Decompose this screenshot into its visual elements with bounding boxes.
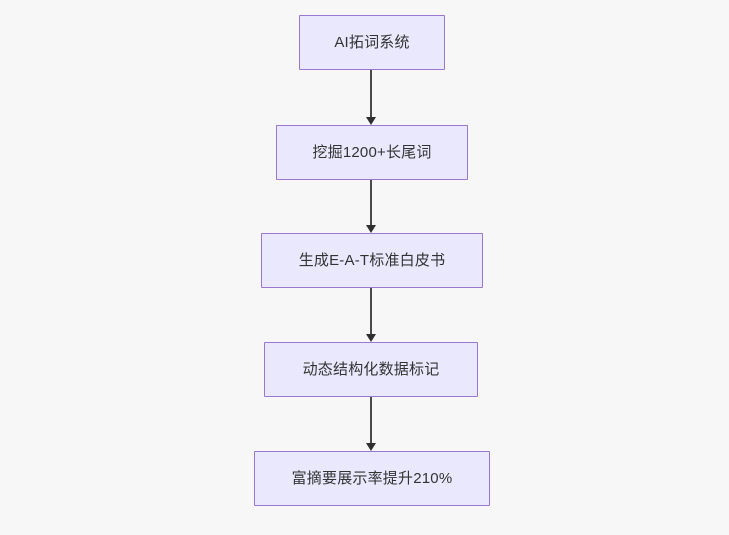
edge-arrowhead-4 bbox=[366, 443, 376, 451]
edge-arrowhead-1 bbox=[366, 117, 376, 125]
flow-node-dynamic-structured-data-markup[interactable]: 动态结构化数据标记 bbox=[264, 342, 478, 397]
edge-group-1 bbox=[366, 70, 376, 125]
edge-group-3 bbox=[366, 288, 376, 342]
flow-node-rich-snippet-rate-increase[interactable]: 富摘要展示率提升210% bbox=[254, 451, 490, 506]
flow-node-label: 动态结构化数据标记 bbox=[302, 361, 440, 378]
edge-arrowhead-3 bbox=[366, 334, 376, 342]
flow-node-label: AI拓词系统 bbox=[334, 34, 410, 51]
flow-node-ai-keyword-system[interactable]: AI拓词系统 bbox=[299, 15, 445, 70]
edge-group-4 bbox=[366, 397, 376, 451]
flow-node-mine-longtail-keywords[interactable]: 挖掘1200+长尾词 bbox=[276, 125, 468, 180]
edge-arrowhead-2 bbox=[366, 225, 376, 233]
flow-node-generate-eat-whitepaper[interactable]: 生成E-A-T标准白皮书 bbox=[261, 233, 483, 288]
edge-group-2 bbox=[366, 180, 376, 233]
flow-node-label: 生成E-A-T标准白皮书 bbox=[298, 252, 446, 269]
flow-node-label: 挖掘1200+长尾词 bbox=[312, 144, 432, 161]
flow-node-label: 富摘要展示率提升210% bbox=[291, 470, 453, 487]
